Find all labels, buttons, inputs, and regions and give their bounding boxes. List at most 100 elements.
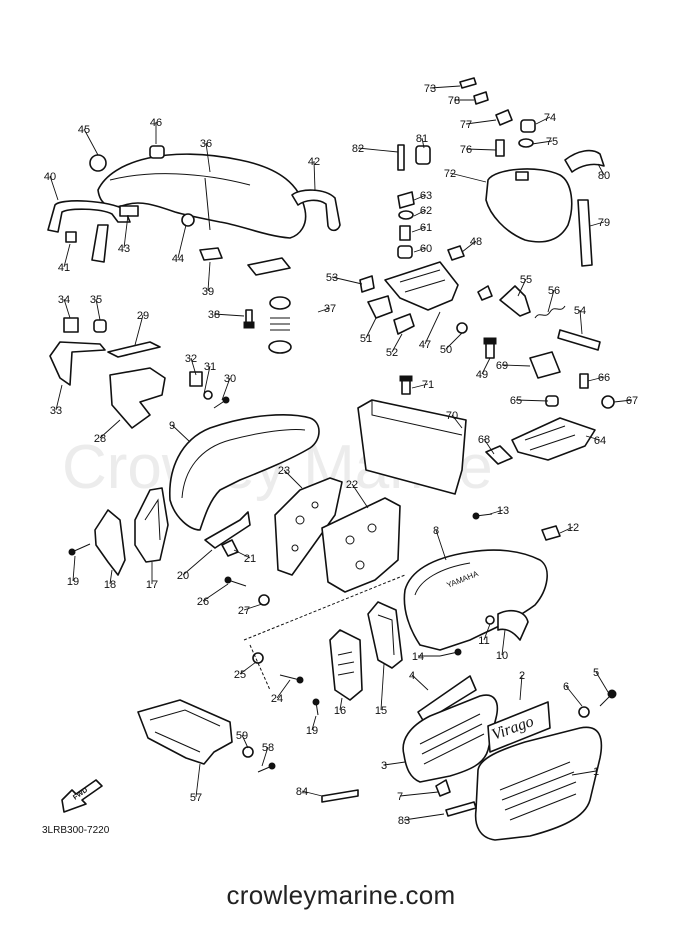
part-65-bracket	[511, 417, 596, 461]
callout-number: 61	[420, 222, 432, 234]
part-64-nut	[397, 191, 415, 209]
callout-leader	[365, 317, 377, 339]
callout-number: 70	[446, 410, 458, 422]
callout-leader	[483, 623, 491, 641]
part-10-clip	[497, 609, 529, 641]
callout-number: 26	[197, 596, 209, 608]
callout-number: 65	[510, 395, 522, 407]
callout-leader	[207, 261, 211, 292]
callout-leader	[182, 549, 213, 576]
part-30-screw	[213, 396, 230, 409]
callout-number: 13	[497, 505, 509, 517]
callout-leader	[177, 224, 187, 259]
callout-number: 8	[433, 525, 439, 537]
callout-number: 57	[190, 792, 202, 804]
callout-number: 43	[118, 243, 130, 255]
callout-leader	[411, 383, 429, 389]
callout-number: 11	[478, 635, 489, 647]
callout-number: 77	[460, 119, 472, 131]
callout-leader	[559, 526, 574, 534]
part-83-bolt	[397, 144, 405, 171]
callout-number: 67	[626, 395, 638, 407]
callout-number: 71	[422, 379, 434, 391]
callout-number: 82	[352, 143, 364, 155]
callout-number: 59	[236, 730, 248, 742]
callout-leader	[55, 384, 63, 411]
part-26-bolt	[224, 576, 247, 587]
part-61-grommet	[397, 245, 413, 259]
callout-number: 45	[78, 124, 90, 136]
part-43-pad	[119, 205, 139, 217]
callout-number: 10	[496, 650, 508, 662]
callout-leader	[311, 715, 317, 731]
callout-leader	[531, 140, 553, 145]
callout-leader	[413, 209, 427, 217]
callout-leader	[134, 314, 144, 346]
part-4-side-cover-trim	[417, 675, 477, 723]
part-36-seat-cowl	[97, 153, 307, 239]
callout-leader	[597, 163, 605, 176]
callout-leader	[589, 221, 605, 227]
part-28-cover	[109, 367, 166, 429]
part-7-clip	[435, 779, 451, 797]
part-12-clip	[541, 525, 561, 541]
callout-leader	[72, 555, 76, 582]
callout-number: 62	[420, 205, 432, 217]
part-38-bolt	[243, 309, 255, 329]
callout-leader	[489, 509, 504, 515]
callout-leader	[517, 278, 527, 297]
fwd-arrow-icon: FWD	[61, 779, 103, 813]
callout-number: 78	[448, 95, 460, 107]
callout-leader	[429, 85, 461, 89]
callout-number: 55	[520, 274, 532, 286]
part-73-reservoir-tank	[485, 168, 573, 243]
callout-leader	[203, 365, 211, 395]
callout-number: 22	[346, 479, 358, 491]
callout-leader	[380, 663, 385, 711]
callout-number: 58	[262, 742, 274, 754]
callout-leader	[411, 226, 427, 233]
part-17-side-plate	[134, 487, 169, 563]
callout-number: 3	[381, 760, 387, 772]
callout-leader	[435, 529, 447, 561]
callout-number: 81	[416, 133, 428, 145]
callout-leader	[171, 424, 191, 443]
callout-number: 2	[519, 670, 525, 682]
callout-leader	[465, 148, 497, 151]
callout-number: 83	[398, 815, 410, 827]
callout-leader	[83, 128, 99, 156]
part-70-damper	[529, 351, 561, 379]
callout-leader	[571, 770, 597, 776]
callout-number: 16	[334, 705, 346, 717]
callout-leader	[403, 813, 445, 821]
callout-leader	[99, 419, 121, 439]
part-47-mounting-plate	[384, 261, 459, 311]
part-79-clip	[473, 91, 489, 105]
callout-number: 84	[296, 786, 308, 798]
callout-leader	[317, 307, 331, 313]
callout-leader	[205, 142, 211, 173]
part-20-bracket	[204, 511, 251, 549]
part-74-pin	[459, 77, 477, 89]
callout-number: 51	[360, 333, 372, 345]
part-9-side-duct	[169, 414, 320, 531]
callout-leader	[449, 172, 487, 183]
part-63-washer	[398, 210, 414, 220]
part-45-cap	[89, 154, 107, 172]
part-58-bracket	[137, 699, 233, 765]
callout-leader	[283, 469, 303, 489]
part-75-cap	[520, 119, 536, 133]
callout-leader	[95, 298, 101, 321]
site-url[interactable]: crowleymarine.com	[226, 880, 456, 910]
callout-leader	[261, 746, 269, 767]
part-42-grab-rail-right	[291, 189, 341, 232]
part-27-washer	[258, 594, 270, 606]
part-19-bolt-left	[68, 543, 91, 556]
callout-leader	[413, 194, 427, 201]
part-85-pin	[321, 789, 359, 803]
callout-leader	[202, 583, 229, 602]
callout-leader	[411, 674, 429, 691]
callout-leader	[565, 685, 583, 707]
callout-number: 4	[409, 670, 415, 682]
